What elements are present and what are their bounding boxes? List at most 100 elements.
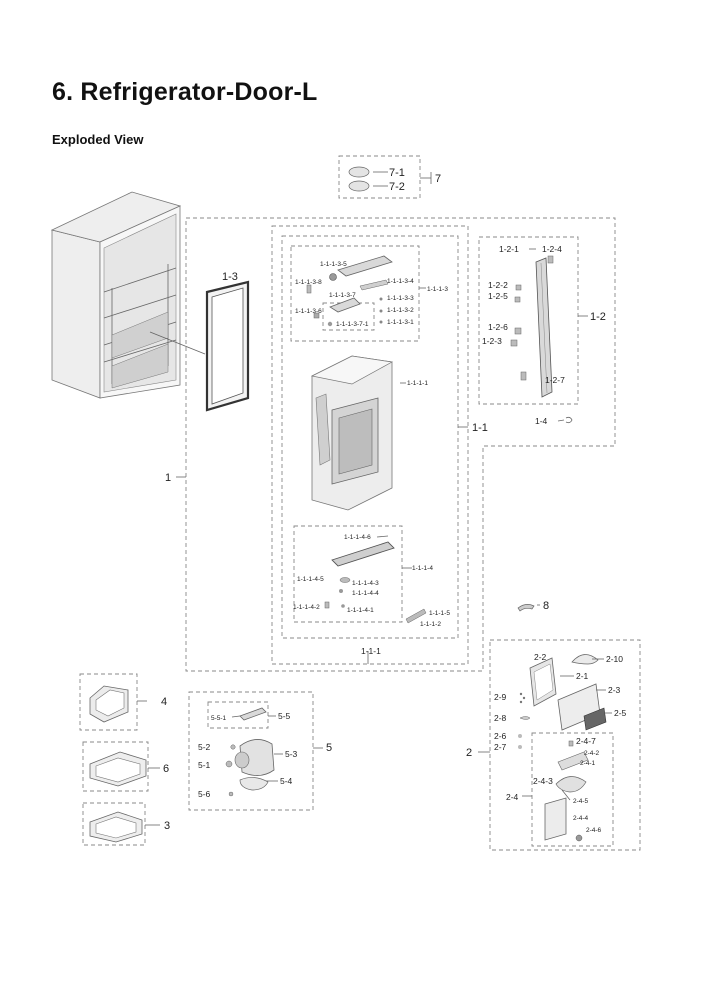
label-2-4-1: 2-4-1 bbox=[580, 760, 596, 767]
label-1-1-1-3-8: 1-1-1-3-8 bbox=[295, 279, 322, 286]
label-2-4-2: 2-4-2 bbox=[584, 750, 600, 757]
group-box-2-4 bbox=[531, 732, 614, 847]
group-box-1-1-1-4 bbox=[293, 525, 403, 623]
label-1-1-1-3-7: 1-1-1-3-7 bbox=[329, 292, 356, 299]
part-guard-4 bbox=[89, 685, 129, 723]
label-1-1-1-4-5: 1-1-1-4-5 bbox=[297, 576, 324, 583]
label-1-1: 1-1 bbox=[472, 422, 488, 434]
label-1: 1 bbox=[165, 472, 171, 484]
part-door-gasket bbox=[205, 280, 250, 412]
label-5-6: 5-6 bbox=[198, 789, 211, 799]
label-5: 5 bbox=[326, 742, 332, 754]
label-2-4-6: 2-4-6 bbox=[586, 827, 602, 834]
label-1-1-1-4-3: 1-1-1-4-3 bbox=[352, 580, 379, 587]
label-2-4: 2-4 bbox=[506, 792, 519, 802]
label-1-1-1-3-3: 1-1-1-3-3 bbox=[387, 295, 414, 302]
label-5-5-1: 5-5-1 bbox=[211, 715, 227, 722]
group-box-5-5 bbox=[207, 701, 269, 729]
section-subtitle: Exploded View bbox=[52, 132, 144, 147]
label-2-4-3: 2-4-3 bbox=[533, 776, 553, 786]
group-box-2 bbox=[489, 639, 641, 851]
label-2-8: 2-8 bbox=[494, 713, 507, 723]
label-1-2-5: 1-2-5 bbox=[488, 291, 508, 301]
label-5-5: 5-5 bbox=[278, 711, 291, 721]
label-1-2: 1-2 bbox=[590, 311, 606, 323]
group-box-1 bbox=[185, 217, 616, 672]
label-2-10: 2-10 bbox=[606, 654, 623, 664]
part-dispenser-duct-assembly bbox=[225, 707, 275, 797]
label-4: 4 bbox=[161, 696, 167, 708]
label-1-1-1-4-4: 1-1-1-4-4 bbox=[352, 590, 379, 597]
group-box-1-1-1-3-7 bbox=[322, 302, 375, 331]
group-box-1-2 bbox=[478, 236, 579, 405]
label-1-1-1: 1-1-1 bbox=[361, 646, 381, 656]
part-guard-6 bbox=[89, 751, 147, 787]
group-box-7 bbox=[338, 155, 421, 199]
group-box-1-1-1 bbox=[281, 235, 459, 639]
label-2-7: 2-7 bbox=[494, 742, 507, 752]
refrigerator-cabinet bbox=[50, 191, 182, 399]
label-2-2: 2-2 bbox=[534, 652, 547, 662]
label-1-3: 1-3 bbox=[222, 271, 238, 283]
group-box-5 bbox=[188, 691, 314, 811]
label-1-1-1-4: 1-1-1-4 bbox=[412, 565, 433, 572]
label-3: 3 bbox=[164, 820, 170, 832]
label-5-2: 5-2 bbox=[198, 742, 211, 752]
part-dispenser-cover-assembly bbox=[324, 535, 427, 624]
leader-lines bbox=[137, 171, 612, 826]
label-1-1-1-3-6: 1-1-1-3-6 bbox=[295, 308, 322, 315]
part-dispenser-assembly bbox=[518, 654, 607, 842]
group-box-1-1 bbox=[271, 225, 469, 665]
group-box-3 bbox=[82, 802, 146, 846]
label-1-2-2: 1-2-2 bbox=[488, 280, 508, 290]
label-2-3: 2-3 bbox=[608, 685, 621, 695]
label-1-1-1-3: 1-1-1-3 bbox=[427, 286, 448, 293]
label-1-1-1-3-7-1: 1-1-1-3-7-1 bbox=[336, 321, 369, 328]
part-door-liner bbox=[310, 355, 394, 511]
label-1-1-1-3-1: 1-1-1-3-1 bbox=[387, 319, 414, 326]
label-2-6: 2-6 bbox=[494, 731, 507, 741]
label-1-1-1-2: 1-1-1-2 bbox=[420, 621, 441, 628]
label-2: 2 bbox=[466, 747, 472, 759]
page-title: 6. Refrigerator-Door-L bbox=[52, 78, 318, 106]
part-ice-tray-caps bbox=[348, 166, 370, 192]
leader-cabinet bbox=[149, 331, 206, 355]
label-2-4-5: 2-4-5 bbox=[573, 798, 589, 805]
label-2-1: 2-1 bbox=[576, 671, 589, 681]
label-1-1-1-1: 1-1-1-1 bbox=[407, 380, 428, 387]
label-8: 8 bbox=[543, 600, 549, 612]
label-1-1-1-3-5: 1-1-1-3-5 bbox=[320, 261, 347, 268]
label-6: 6 bbox=[163, 763, 169, 775]
label-5-4: 5-4 bbox=[280, 776, 293, 786]
part-guard-3 bbox=[89, 811, 143, 843]
label-7-2: 7-2 bbox=[389, 181, 405, 193]
label-5-3: 5-3 bbox=[285, 749, 298, 759]
label-2-4-4: 2-4-4 bbox=[573, 815, 589, 822]
part-door-cap-assembly bbox=[510, 255, 573, 424]
group-box-4 bbox=[79, 673, 138, 731]
label-1-1-1-4-6: 1-1-1-4-6 bbox=[344, 534, 371, 541]
label-1-2-7: 1-2-7 bbox=[545, 375, 565, 385]
part-8-clip bbox=[517, 604, 535, 612]
label-1-2-3: 1-2-3 bbox=[482, 336, 502, 346]
label-1-1-1-5: 1-1-1-5 bbox=[429, 610, 450, 617]
label-1-1-1-4-1: 1-1-1-4-1 bbox=[347, 607, 374, 614]
label-2-4-7: 2-4-7 bbox=[576, 736, 596, 746]
label-5-1: 5-1 bbox=[198, 760, 211, 770]
label-1-1-1-3-4: 1-1-1-3-4 bbox=[387, 278, 414, 285]
group-box-6 bbox=[82, 741, 149, 792]
callout-labels: 7-1 7-2 7 1 1-3 1-1 1-1-1 1-1-1-1 1-1-1-… bbox=[161, 167, 627, 834]
label-1-1-1-4-2: 1-1-1-4-2 bbox=[293, 604, 320, 611]
label-7: 7 bbox=[435, 173, 441, 185]
label-1-4: 1-4 bbox=[535, 416, 548, 426]
label-2-9: 2-9 bbox=[494, 692, 507, 702]
group-box-1-1-1-3 bbox=[290, 245, 420, 342]
label-7-1: 7-1 bbox=[389, 167, 405, 179]
part-dispenser-lever-assembly bbox=[306, 255, 393, 327]
label-1-2-6: 1-2-6 bbox=[488, 322, 508, 332]
label-1-1-1-3-2: 1-1-1-3-2 bbox=[387, 307, 414, 314]
label-1-2-1: 1-2-1 bbox=[499, 244, 519, 254]
label-2-5: 2-5 bbox=[614, 708, 627, 718]
label-1-2-4: 1-2-4 bbox=[542, 244, 562, 254]
